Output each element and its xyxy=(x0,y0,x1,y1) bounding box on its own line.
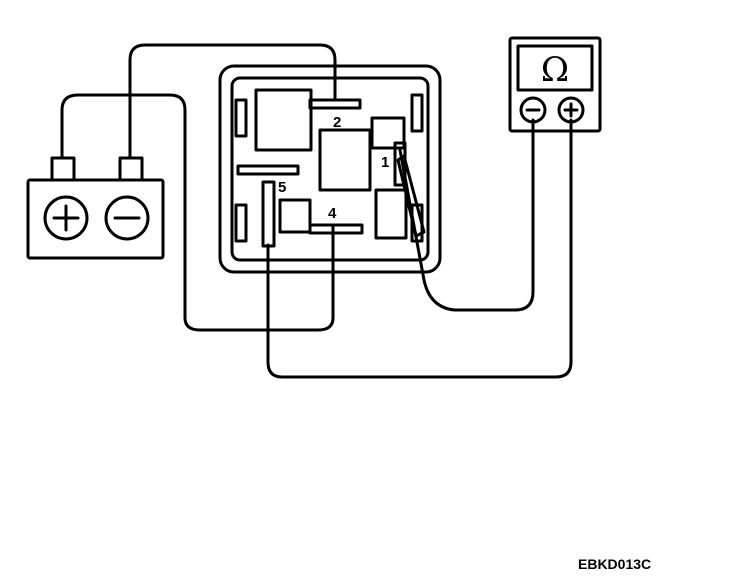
figure-code: EBKD013C xyxy=(578,556,651,572)
relay-terminal-1-probe xyxy=(396,154,426,238)
wire-battery-positive-to-terminal-4 xyxy=(60,93,335,332)
relay-inner-frame xyxy=(230,76,430,262)
relay-contact-block xyxy=(318,128,372,192)
relay-terminal-5-probe xyxy=(261,180,276,248)
ohmmeter-body xyxy=(508,36,602,133)
ohmmeter-negative-terminal xyxy=(519,96,547,124)
terminal-1-label: 1 xyxy=(381,154,389,171)
ohm-symbol: Ω xyxy=(541,50,569,90)
ohmmeter-positive-terminal xyxy=(557,96,585,124)
wire-ohmmeter-negative-to-terminal-1 xyxy=(398,118,535,312)
battery-positive-post xyxy=(50,156,76,182)
battery-negative-post xyxy=(118,156,144,182)
relay-terminal-4-pin xyxy=(308,223,364,235)
relay-small-block-left xyxy=(278,198,312,234)
relay-terminal-5-pin xyxy=(236,164,300,176)
battery-negative-terminal xyxy=(104,195,150,241)
battery-case xyxy=(26,178,165,260)
wire-ohmmeter-positive-to-terminal-5 xyxy=(266,118,573,379)
wire-battery-negative-to-terminal-2 xyxy=(128,43,337,160)
terminal-5-label: 5 xyxy=(278,179,286,196)
relay-clip-left-bottom xyxy=(234,203,248,243)
terminal-4-label: 4 xyxy=(328,205,337,222)
relay-small-block-top xyxy=(370,116,406,150)
terminal-2-label: 2 xyxy=(333,114,341,131)
relay-housing xyxy=(218,64,442,274)
relay-clip-right-top xyxy=(410,93,424,133)
ohmmeter-display xyxy=(516,44,594,92)
relay-clip-left-top xyxy=(234,98,248,138)
relay-small-block-bottom xyxy=(374,188,408,240)
relay-coil-block xyxy=(254,88,313,152)
battery-positive-terminal xyxy=(43,195,89,241)
relay-terminal-2-pin xyxy=(308,98,362,110)
